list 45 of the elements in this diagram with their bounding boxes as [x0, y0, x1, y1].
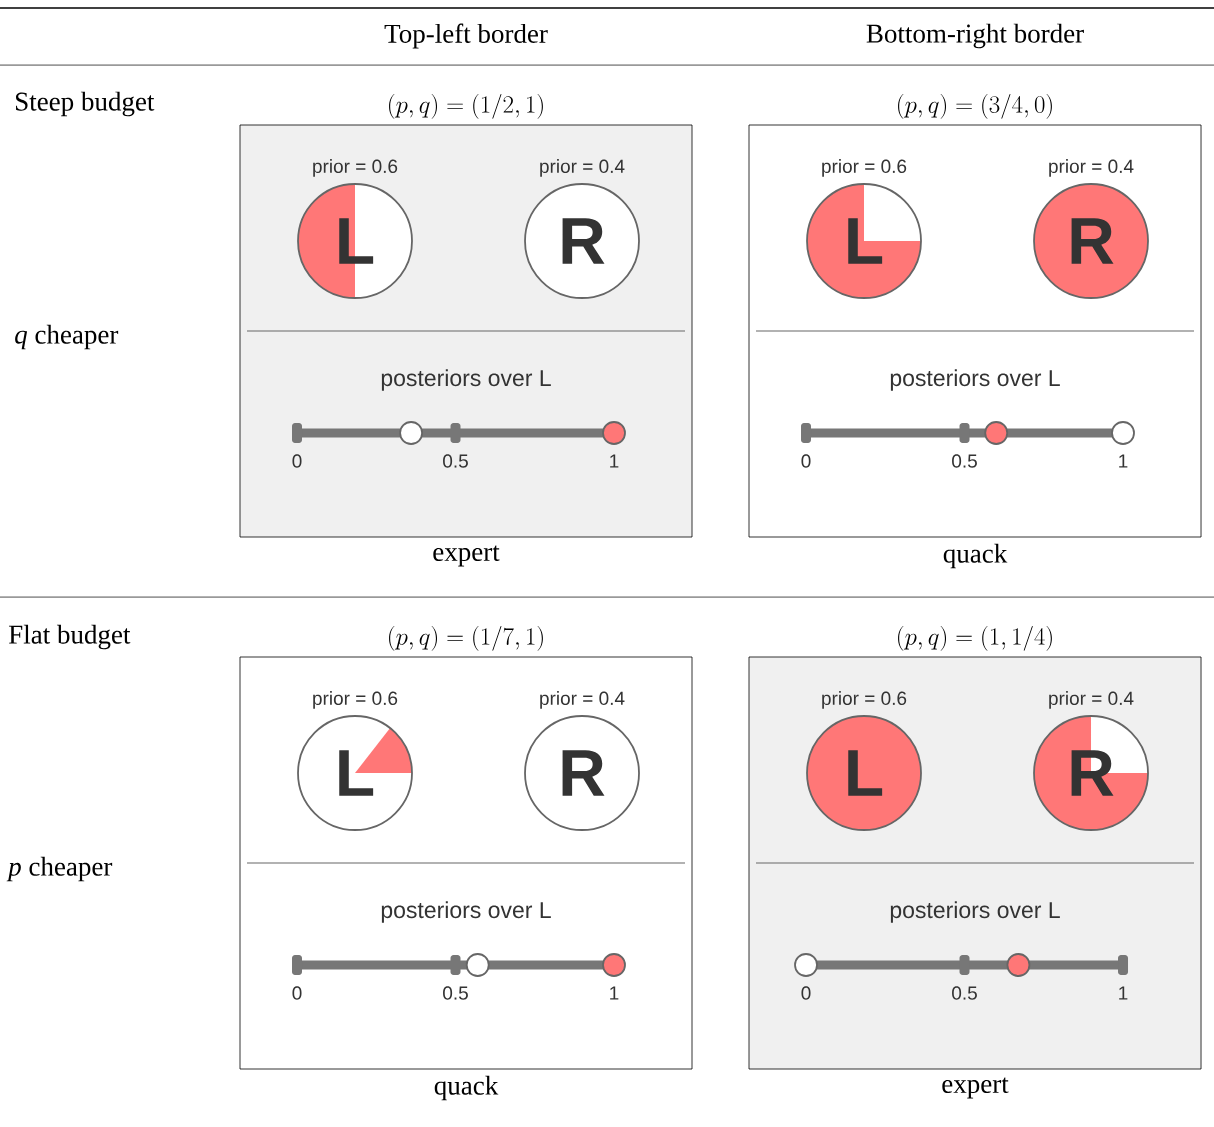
prior-label: prior = 0.4 [540, 159, 625, 177]
tick-label: 0.5 [952, 454, 977, 468]
column-header: Bottom-right border [866, 23, 1084, 49]
prior-label: prior = 0.6 [822, 691, 907, 709]
prior-label: prior = 0.4 [540, 691, 625, 709]
prior-label: prior = 0.6 [822, 159, 907, 177]
tick-label: 1 [1119, 454, 1128, 468]
prior-label: prior = 0.4 [1049, 159, 1134, 177]
circle-node: L [806, 183, 922, 299]
row-label: p cheaper [6, 856, 113, 882]
slider-title: posteriors over L [890, 369, 1060, 391]
row-label: Steep budget [16, 91, 155, 117]
circle-node: R [1033, 183, 1149, 299]
tick-label: 0 [801, 454, 811, 468]
slider-title: posteriors over L [381, 369, 551, 391]
circle-node: R [524, 183, 640, 299]
panel-caption: quack [943, 543, 1008, 569]
tick-label: 0.5 [443, 454, 468, 468]
column-header: Top-left border [384, 23, 548, 49]
circle-node: R [524, 715, 640, 831]
tick-label: 0 [292, 454, 302, 468]
prior-label: prior = 0.4 [1049, 691, 1134, 709]
formula-heading: $(p,q)=(3/4,0)$ [898, 93, 1052, 119]
tick-label: 0 [292, 986, 302, 1000]
prior-label: prior = 0.6 [313, 159, 398, 177]
formula-heading: $(p,q)=(1/7,1)$ [389, 626, 543, 651]
tick-label: 0 [801, 986, 811, 1000]
panel-caption: expert [942, 1077, 1009, 1099]
tick-label: 1 [1119, 986, 1128, 1000]
panel-caption: quack [434, 1075, 499, 1101]
row-label: q cheaper [15, 324, 119, 350]
row-label: Flat budget [9, 624, 131, 650]
formula-heading: $(p,q)=(1,1/4)$ [898, 626, 1052, 651]
panel-caption: expert [433, 545, 500, 567]
slider-title: posteriors over L [890, 901, 1060, 923]
prior-label: prior = 0.6 [313, 691, 398, 709]
tick-label: 1 [610, 986, 619, 1000]
circle-node: L [297, 715, 413, 831]
slider-title: posteriors over L [381, 901, 551, 923]
tick-label: 0.5 [443, 986, 468, 1000]
circle-node: L [806, 715, 922, 831]
tick-label: 0.5 [952, 986, 977, 1000]
circle-node: R [1033, 715, 1149, 831]
formula-heading: $(p,q)=(1/2,1)$ [389, 93, 543, 119]
tick-label: 1 [610, 454, 619, 468]
